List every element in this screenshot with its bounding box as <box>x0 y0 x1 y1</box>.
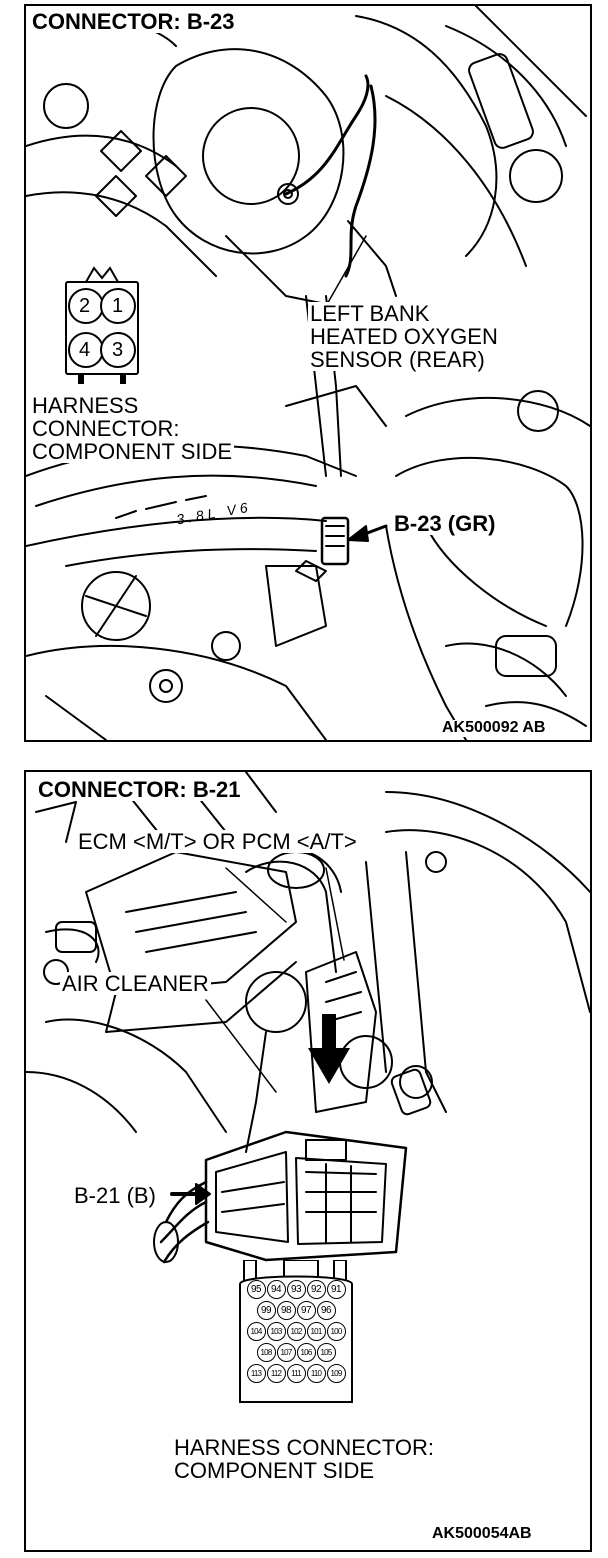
b23-pin-3: 3 <box>112 339 124 361</box>
connector-b23-panel: CONNECTOR: B-23 2 1 4 3 LEFT BANK HEATED… <box>24 4 592 742</box>
b23-pin-4: 4 <box>79 339 91 361</box>
pin: 96 <box>316 1301 336 1320</box>
pin: 108 <box>256 1343 276 1362</box>
connector-b23-title: CONNECTOR: B-23 <box>30 9 237 34</box>
pin: 93 <box>286 1280 306 1299</box>
b21-harness-connector-label: HARNESS CONNECTOR: COMPONENT SIDE <box>174 1435 434 1484</box>
pin: 102 <box>286 1322 306 1341</box>
ecm-pcm-label: ECM <M/T> OR PCM <A/T> <box>76 829 359 854</box>
pin: 111 <box>286 1364 306 1383</box>
ecm-air-cleaner-illustration <box>26 772 590 1264</box>
figure-code-top: AK500092 AB <box>440 719 548 737</box>
connector-b21-title: CONNECTOR: B-21 <box>36 777 243 802</box>
pin: 100 <box>326 1322 346 1341</box>
sensor-label: LEFT BANK HEATED OXYGEN SENSOR (REAR) <box>308 301 500 373</box>
pin: 107 <box>276 1343 296 1362</box>
harness-connector-label: HARNESS CONNECTOR: COMPONENT SIDE <box>30 393 235 465</box>
connector-b21-panel: CONNECTOR: B-21 ECM <M/T> OR PCM <A/T> A… <box>24 770 592 1552</box>
pin: 106 <box>296 1343 316 1362</box>
b23-connector-callout: B-23 (GR) <box>392 511 498 536</box>
pin: 103 <box>266 1322 286 1341</box>
pin: 105 <box>316 1343 336 1362</box>
pin: 112 <box>266 1364 286 1383</box>
pin: 94 <box>266 1280 286 1299</box>
pin-row-5: 113 112 111 110 109 <box>244 1364 348 1385</box>
b21-pin-grid: 95 94 93 92 91 99 98 97 96 104 103 102 1… <box>244 1280 348 1385</box>
pin-row-4: 108 107 106 105 <box>244 1343 348 1364</box>
pin: 92 <box>306 1280 326 1299</box>
pin: 98 <box>276 1301 296 1320</box>
pin-row-2: 99 98 97 96 <box>244 1301 348 1322</box>
b23-pin-2: 2 <box>79 295 91 317</box>
b21-connector-callout: B-21 (B) <box>72 1183 158 1208</box>
pin: 95 <box>246 1280 266 1299</box>
pin: 101 <box>306 1322 326 1341</box>
pin: 113 <box>246 1364 266 1383</box>
b23-pin-1: 1 <box>112 295 124 317</box>
pin: 97 <box>296 1301 316 1320</box>
pin-row-1: 95 94 93 92 91 <box>244 1280 348 1301</box>
pin-row-3: 104 103 102 101 100 <box>244 1322 348 1343</box>
b23-pin-diagram <box>65 266 139 384</box>
pin: 109 <box>326 1364 346 1383</box>
pin: 99 <box>256 1301 276 1320</box>
pin: 91 <box>326 1280 346 1299</box>
air-cleaner-label: AIR CLEANER <box>60 971 211 996</box>
figure-code-bottom: AK500054AB <box>430 1525 534 1543</box>
pin: 104 <box>246 1322 266 1341</box>
pin: 110 <box>306 1364 326 1383</box>
engine-bay-illustration <box>26 6 590 740</box>
